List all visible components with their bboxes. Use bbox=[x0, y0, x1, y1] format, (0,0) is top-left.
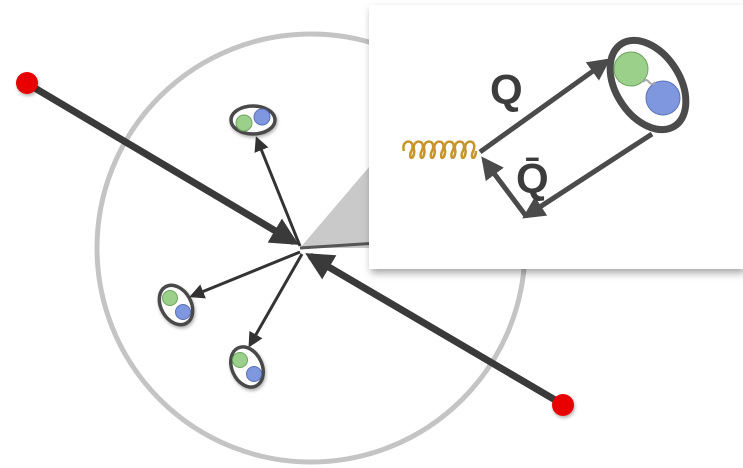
antiquark-line-lower bbox=[481, 156, 528, 218]
hadron-icon bbox=[229, 345, 265, 389]
beam-line-right bbox=[305, 252, 564, 408]
quark-line bbox=[478, 58, 611, 155]
quark-label: Q bbox=[490, 66, 523, 113]
zoom-wedge bbox=[300, 160, 375, 248]
antiquark-line-upper bbox=[522, 131, 654, 219]
arrow-icon bbox=[254, 136, 302, 247]
arrow-icon bbox=[248, 253, 304, 348]
beam-point-icon bbox=[552, 394, 574, 416]
beam-point-icon bbox=[16, 72, 38, 94]
hadron-icon bbox=[157, 283, 195, 327]
gluon-spring-icon bbox=[402, 140, 478, 160]
inset-panel: Q Q̄ bbox=[369, 5, 743, 269]
hadron-icon bbox=[606, 36, 690, 134]
hadron-icon bbox=[229, 104, 277, 136]
arrow-icon bbox=[189, 250, 301, 299]
wedge-edge bbox=[299, 241, 379, 250]
beam-line-left bbox=[26, 80, 299, 246]
antiquark-label: Q̄ bbox=[516, 155, 549, 202]
